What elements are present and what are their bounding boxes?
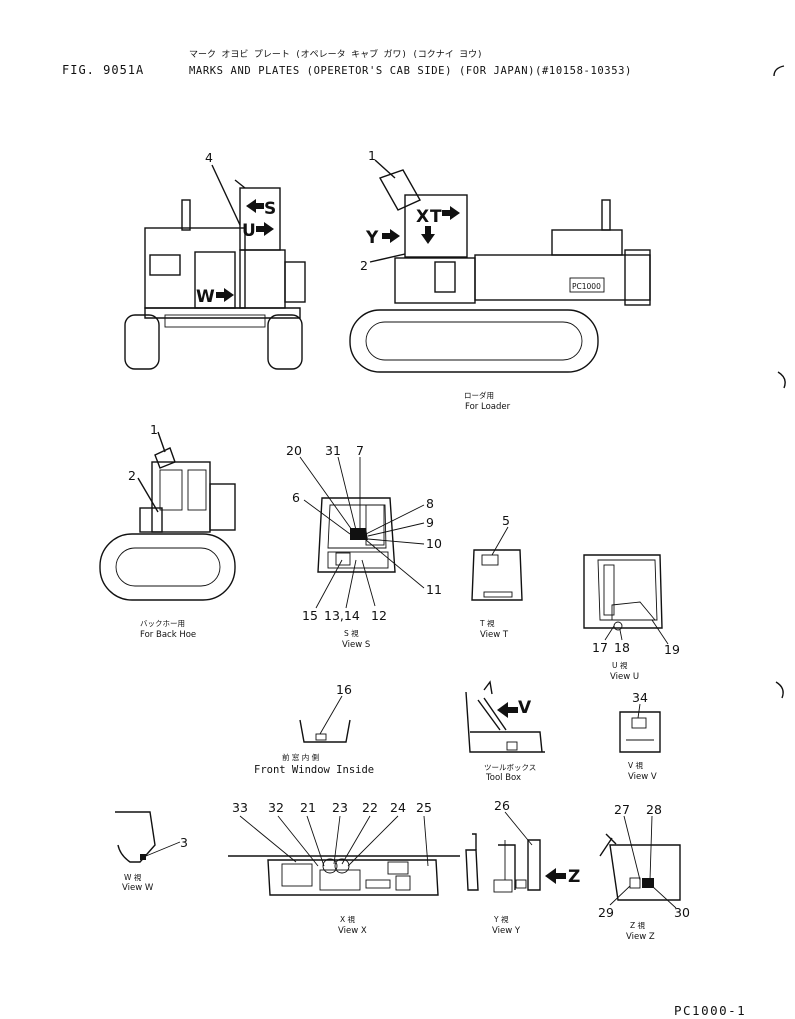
callout-number-21: 21 [300, 800, 316, 815]
view-caption: U 視 [612, 661, 628, 670]
binder-hole-marks [773, 65, 786, 699]
callout-number-3: 3 [180, 835, 188, 850]
view-caption: For Back Hoe [140, 630, 196, 640]
view-z: 27 28 29 30 Z 視 View Z [598, 802, 690, 942]
callout-number-11: 11 [426, 582, 442, 597]
callout-number-33: 33 [232, 800, 248, 815]
main-side-view: PC1000 1 2 X T Y ローダ用 For Loader [349, 148, 651, 412]
callout-number-7: 7 [356, 443, 364, 458]
view-caption: View T [480, 630, 509, 640]
view-s: 20 31 7 6 8 9 10 11 15 13,14 12 S 視 View… [286, 443, 442, 650]
view-caption: View Z [626, 932, 655, 942]
view-arrow-letter: Z [568, 867, 580, 887]
view-caption: View X [338, 926, 367, 936]
arrow-right-icon [382, 229, 400, 243]
view-caption: ローダ用 [464, 390, 494, 400]
callout-number-12: 12 [371, 608, 387, 623]
view-caption: X 視 [340, 915, 356, 924]
arrow-right-icon [442, 206, 460, 220]
view-caption: S 視 [344, 629, 359, 638]
view-caption: View V [628, 772, 657, 782]
view-caption: ツールボックス [484, 763, 536, 772]
callout-number-13-14: 13,14 [324, 608, 360, 623]
view-arrow-letter: T [430, 207, 442, 227]
page-code: PC1000-1 [674, 1003, 747, 1018]
callout-number-34: 34 [632, 690, 648, 705]
callout-number-17: 17 [592, 640, 608, 655]
view-caption: W 視 [124, 873, 142, 882]
view-caption: Front Window Inside [254, 764, 374, 776]
title-english: MARKS AND PLATES (OPERETOR'S CAB SIDE) (… [189, 65, 632, 77]
view-arrow-letter: W [196, 287, 215, 307]
callout-number-32: 32 [268, 800, 284, 815]
arrow-down-icon [421, 226, 435, 244]
view-arrow-letter: Y [365, 228, 379, 248]
view-caption: V 視 [628, 761, 644, 770]
view-arrow-letter: V [518, 698, 532, 718]
tool-box-view: V ツールボックス Tool Box [465, 680, 545, 783]
view-v: 34 V 視 View V [619, 690, 661, 782]
callout-number-30: 30 [674, 905, 690, 920]
callout-number-31: 31 [325, 443, 341, 458]
callout-number-1: 1 [368, 148, 376, 163]
callout-number-10: 10 [426, 536, 442, 551]
callout-number-6: 6 [292, 490, 300, 505]
view-arrow-letter: S [264, 199, 276, 219]
callout-number-19: 19 [664, 642, 680, 657]
callout-4: 4 [205, 150, 213, 165]
view-w: 3 W 視 View W [115, 811, 188, 893]
view-y: 26 Z Y 視 View Y [465, 798, 580, 936]
callout-number-23: 23 [332, 800, 348, 815]
arrow-left-icon [545, 868, 566, 884]
callout-number-5: 5 [502, 513, 510, 528]
view-caption: Z 視 [630, 921, 646, 930]
view-arrow-letter: X [416, 207, 429, 227]
callout-number-27: 27 [614, 802, 630, 817]
view-caption: T 視 [479, 619, 495, 628]
view-t: 5 T 視 View T [471, 513, 523, 640]
callout-number-28: 28 [646, 802, 662, 817]
view-caption: For Loader [465, 402, 511, 412]
back-hoe-view: 1 2 バックホー用 For Back Hoe [99, 422, 236, 640]
view-caption: バックホー用 [140, 619, 185, 628]
arrow-left-icon [246, 199, 264, 213]
view-x: 33 32 21 23 22 24 25 X 視 View X [228, 800, 460, 936]
figure-number: FIG. 9051A [62, 63, 145, 77]
callout-number-18: 18 [614, 640, 630, 655]
callout-number-8: 8 [426, 496, 434, 511]
callout-number-16: 16 [336, 682, 352, 697]
callout-number-4: 4 [205, 150, 213, 165]
view-caption: View S [342, 640, 370, 650]
view-caption: PC1000 [572, 282, 601, 291]
callout-number-29: 29 [598, 905, 614, 920]
view-caption: View Y [492, 926, 521, 936]
arrow-right-icon [256, 222, 274, 236]
callout-number-9: 9 [426, 515, 434, 530]
callout-number-22: 22 [362, 800, 378, 815]
callout-number-2: 2 [360, 258, 368, 273]
callout-number-25: 25 [416, 800, 432, 815]
view-caption: View W [122, 883, 154, 893]
callout-number-2: 2 [128, 468, 136, 483]
main-front-view: 4 S U W [124, 150, 306, 370]
callout-number-24: 24 [390, 800, 406, 815]
view-u: 17 18 19 U 視 View U [583, 554, 680, 682]
view-caption: Y 視 [493, 915, 509, 924]
callout-number-26: 26 [494, 798, 510, 813]
callout-number-1: 1 [150, 422, 158, 437]
front-window-inside: 16 前 窓 内 側 Front Window Inside [254, 682, 374, 776]
callout-number-20: 20 [286, 443, 302, 458]
view-caption: View U [610, 672, 639, 682]
view-caption: Tool Box [485, 773, 521, 783]
view-caption: 前 窓 内 側 [282, 752, 319, 762]
arrow-right-icon [216, 288, 234, 302]
title-japanese: マーク オヨビ プレート (オペレータ キャブ ガワ) (コクナイ ヨウ) [189, 50, 483, 60]
callout-number-15: 15 [302, 608, 318, 623]
view-arrow-letter: U [242, 221, 256, 241]
arrow-left-icon [497, 702, 518, 718]
